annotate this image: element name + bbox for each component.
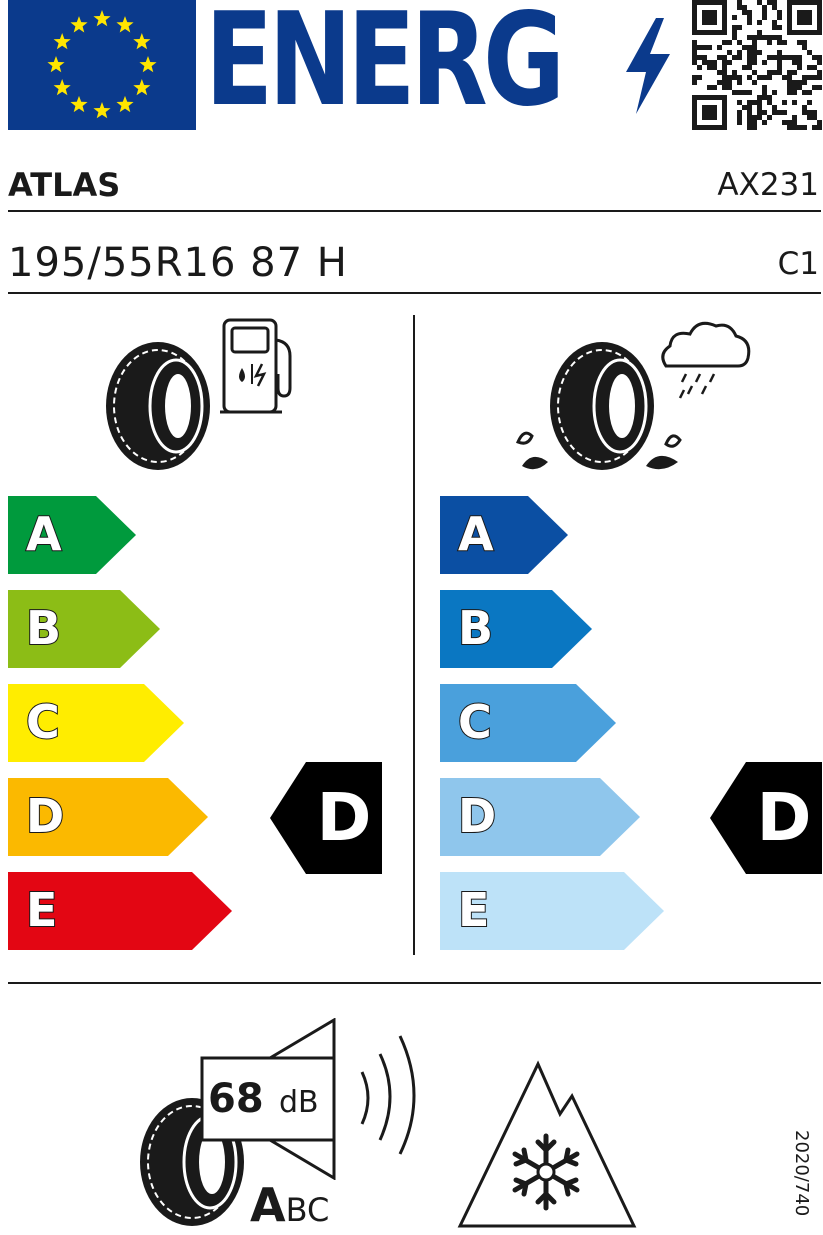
eu-flag — [8, 0, 196, 130]
tyre-icon — [102, 338, 214, 478]
lightning-icon — [622, 18, 674, 118]
loudspeaker-icon — [200, 1017, 340, 1184]
divider — [8, 982, 821, 984]
rain-cloud-icon — [656, 318, 754, 406]
fuel-bar-label: E — [25, 882, 58, 938]
wet-grip-bar-a: A — [440, 496, 568, 574]
tyre-icon — [546, 338, 658, 478]
eu-star-icon — [93, 102, 111, 119]
eu-stars-icon — [8, 0, 196, 130]
fuel-rating-letter: D — [316, 779, 372, 856]
fuel-bar-a: A — [8, 496, 136, 574]
wet-grip-bar-label: B — [457, 600, 494, 656]
eu-star-icon — [116, 95, 134, 113]
water-splash-icon — [640, 426, 684, 478]
wet-grip-bar-label: A — [457, 506, 495, 562]
tyre-class: C1 — [777, 246, 819, 282]
brand-name: ATLAS — [8, 166, 121, 204]
noise-value: 68 — [208, 1076, 264, 1122]
water-splash-icon — [514, 426, 554, 478]
eu-star-icon — [116, 16, 134, 33]
divider — [8, 210, 821, 212]
qr-code — [692, 0, 822, 130]
fuel-bar-label: B — [25, 600, 62, 656]
fuel-bar-c: C — [8, 684, 184, 762]
model-name: AX231 — [717, 167, 819, 203]
noise-unit: dB — [279, 1085, 319, 1120]
eu-star-icon — [70, 95, 88, 113]
divider — [8, 292, 821, 294]
wet-grip-bar-b: B — [440, 590, 592, 668]
wet-grip-bar-d: D — [440, 778, 640, 856]
energy-title: ENERG — [205, 0, 565, 135]
wet-grip-bar-e: E — [440, 872, 664, 950]
wet-grip-rating-letter: D — [756, 779, 812, 856]
fuel-bar-label: A — [25, 506, 63, 562]
eu-star-icon — [47, 56, 65, 73]
eu-star-icon — [93, 10, 111, 27]
fuel-bar-label: C — [25, 694, 61, 750]
fuel-bar-b: B — [8, 590, 160, 668]
eu-star-icon — [53, 33, 71, 50]
eu-star-icon — [53, 79, 71, 96]
fuel-bar-label: D — [25, 788, 65, 844]
noise-class-rest: BC — [285, 1191, 330, 1229]
regulation-number: 2020/740 — [791, 1130, 812, 1217]
snowflake-mountain-icon — [456, 1060, 638, 1234]
wet-grip-rating-indicator: D — [710, 762, 822, 874]
eu-star-icon — [139, 56, 157, 73]
wet-grip-bar-c: C — [440, 684, 616, 762]
fuel-rating-indicator: D — [270, 762, 382, 874]
fuel-bar-d: D — [8, 778, 208, 856]
wet-grip-bar-label: D — [457, 788, 497, 844]
eu-star-icon — [133, 33, 151, 50]
divider — [413, 315, 415, 955]
wet-grip-bar-label: C — [457, 694, 493, 750]
fuel-bar-e: E — [8, 872, 232, 950]
tyre-size: 195/55R16 87 H — [8, 240, 348, 286]
eu-star-icon — [133, 79, 151, 96]
fuel-pump-icon — [220, 318, 296, 420]
noise-class-selected: A — [250, 1178, 286, 1232]
wet-grip-bar-label: E — [457, 882, 490, 938]
sound-waves-icon — [356, 1032, 426, 1162]
noise-class: ABC — [250, 1180, 329, 1235]
eu-star-icon — [70, 16, 88, 33]
